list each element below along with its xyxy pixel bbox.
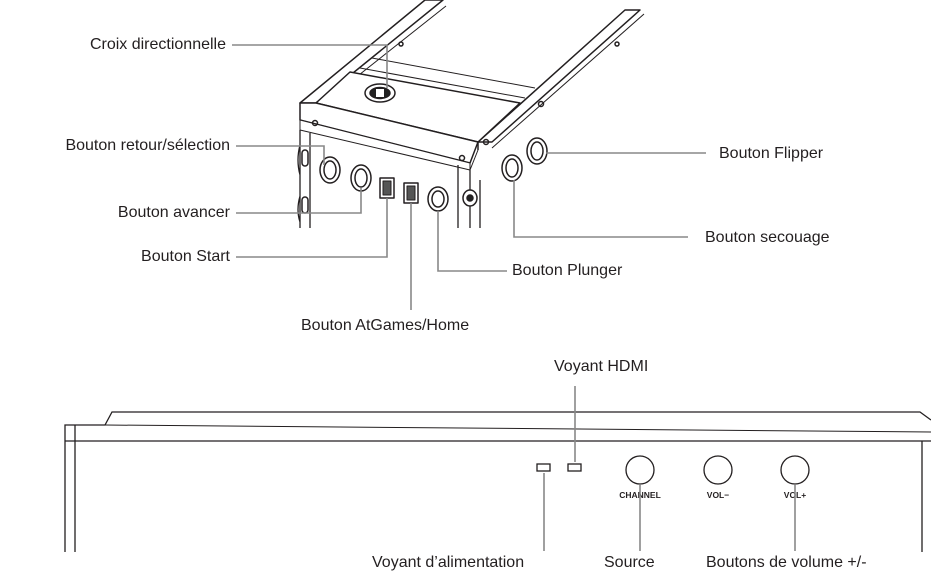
label-volume: Boutons de volume +/- xyxy=(706,554,867,571)
leader-back-select xyxy=(236,145,325,165)
vol-minus-button-shape xyxy=(703,455,733,485)
front-panel-illustration xyxy=(64,411,931,552)
leader-plunger xyxy=(437,211,507,272)
vol-minus-button-label: VOL− xyxy=(707,490,729,500)
top-leader-lines xyxy=(232,44,706,310)
vol-plus-button-shape xyxy=(780,455,810,485)
label-start: Bouton Start xyxy=(141,248,230,265)
deck-front xyxy=(299,102,479,164)
label-source: Source xyxy=(604,554,655,571)
label-shake: Bouton secouage xyxy=(705,229,830,246)
bottom-leader-lines xyxy=(543,386,796,551)
label-back-select: Bouton retour/sélection xyxy=(65,137,230,154)
label-atgames-home: Bouton AtGames/Home xyxy=(301,317,470,334)
leader-shake xyxy=(513,180,688,238)
label-plunger: Bouton Plunger xyxy=(512,262,623,279)
leader-advance xyxy=(236,188,362,214)
label-flipper: Bouton Flipper xyxy=(719,145,824,162)
label-advance: Bouton avancer xyxy=(117,204,230,221)
right-rail xyxy=(477,9,641,143)
power-led-shape xyxy=(536,463,551,472)
leader-dpad xyxy=(232,44,388,88)
leader-start xyxy=(236,198,388,258)
label-dpad: Croix directionnelle xyxy=(89,36,226,53)
left-leg xyxy=(297,130,311,228)
cabinet-illustration xyxy=(297,0,645,228)
hdmi-led-shape xyxy=(567,463,582,472)
label-power-led: Voyant d’alimentation xyxy=(372,554,525,571)
channel-button-shape xyxy=(625,455,655,485)
label-hdmi-led: Voyant HDMI xyxy=(554,358,649,375)
